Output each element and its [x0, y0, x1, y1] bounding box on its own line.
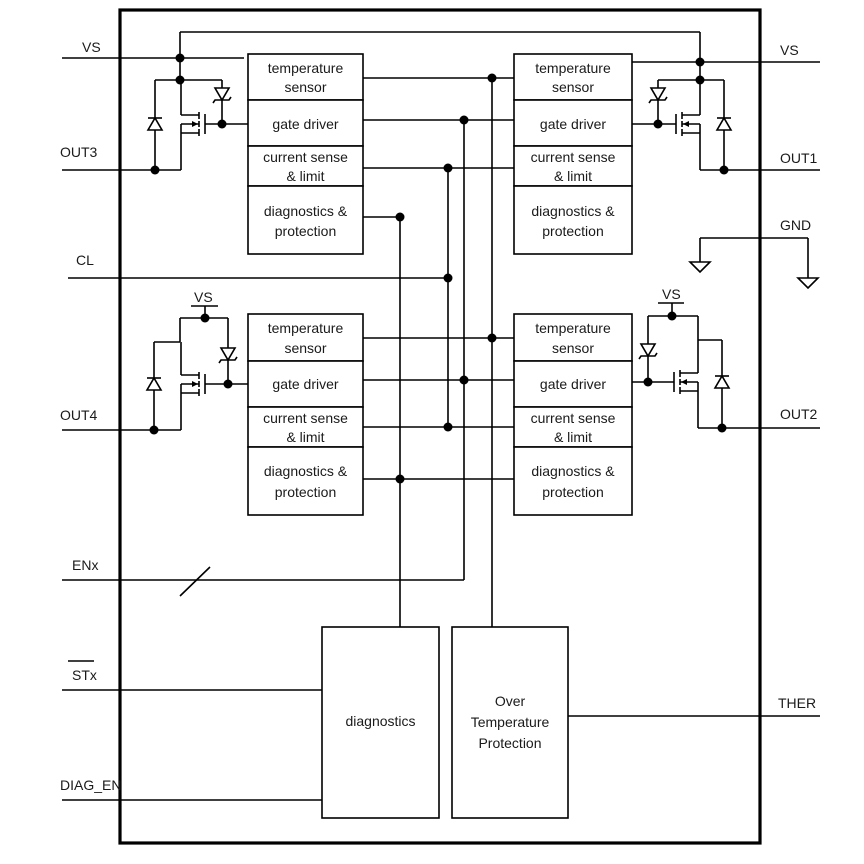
gate-driver-label: gate driver	[540, 376, 606, 392]
svg-text:& limit: & limit	[554, 429, 592, 445]
pin-diag-en: DIAG_EN	[60, 777, 121, 793]
over-temperature-protection-block: Over Temperature Protection	[451, 626, 569, 819]
pin-vs-out4: VS	[194, 289, 213, 305]
block-stack-top-right: temperature sensor gate driver current s…	[513, 53, 633, 255]
block-stack-bottom-left: temperature sensor gate driver current s…	[247, 313, 364, 516]
bus-wires	[62, 73, 820, 801]
ground-symbols	[688, 237, 820, 290]
pin-vs-out2: VS	[662, 286, 681, 302]
pin-cl: CL	[76, 252, 94, 268]
diagnostics-protection-label: diagnostics &	[264, 463, 348, 479]
svg-text:protection: protection	[542, 484, 603, 500]
pin-enx: ENx	[72, 557, 98, 573]
gate-driver-label: gate driver	[540, 116, 606, 132]
otp-label-line1: Over	[495, 693, 526, 709]
pin-out3: OUT3	[60, 144, 98, 160]
svg-text:protection: protection	[275, 484, 336, 500]
current-sense-label: current sense	[531, 149, 616, 165]
svg-text:protection: protection	[275, 223, 336, 239]
svg-text:sensor: sensor	[552, 79, 594, 95]
channel-out4	[62, 305, 248, 435]
pin-out2: OUT2	[780, 406, 818, 422]
pin-ther: THER	[778, 695, 816, 711]
svg-text:sensor: sensor	[284, 340, 326, 356]
gate-driver-label: gate driver	[272, 376, 338, 392]
pin-vs-left: VS	[82, 39, 101, 55]
pin-vs-right: VS	[780, 42, 799, 58]
pin-gnd: GND	[780, 217, 811, 233]
temperature-sensor-label: temperature	[268, 320, 344, 336]
diagnostics-protection-label: diagnostics &	[531, 463, 615, 479]
temperature-sensor-label: temperature	[535, 320, 611, 336]
otp-label-line2: Temperature	[471, 714, 550, 730]
current-sense-label: current sense	[531, 410, 616, 426]
svg-text:protection: protection	[542, 223, 603, 239]
channel-out2	[632, 302, 820, 433]
diagnostics-block: diagnostics	[321, 626, 440, 819]
temperature-sensor-label: temperature	[535, 60, 611, 76]
pin-stx: STx	[72, 667, 97, 683]
current-sense-label: current sense	[263, 149, 348, 165]
gate-driver-label: gate driver	[272, 116, 338, 132]
svg-text:& limit: & limit	[286, 429, 324, 445]
pin-out1: OUT1	[780, 150, 818, 166]
svg-text:sensor: sensor	[284, 79, 326, 95]
block-stack-bottom-right: temperature sensor gate driver current s…	[513, 313, 633, 516]
svg-text:& limit: & limit	[286, 168, 324, 184]
channel-out1	[632, 57, 820, 175]
pin-out4: OUT4	[60, 407, 98, 423]
current-sense-label: current sense	[263, 410, 348, 426]
svg-text:& limit: & limit	[554, 168, 592, 184]
otp-label-line3: Protection	[478, 735, 541, 751]
svg-text:sensor: sensor	[552, 340, 594, 356]
diagnostics-protection-label: diagnostics &	[264, 203, 348, 219]
channel-out3	[62, 31, 701, 175]
diagnostics-label: diagnostics	[345, 713, 415, 729]
temperature-sensor-label: temperature	[268, 60, 344, 76]
diagnostics-protection-label: diagnostics &	[531, 203, 615, 219]
block-stack-top-left: temperature sensor gate driver current s…	[247, 53, 364, 255]
chip-outline	[118, 8, 762, 845]
